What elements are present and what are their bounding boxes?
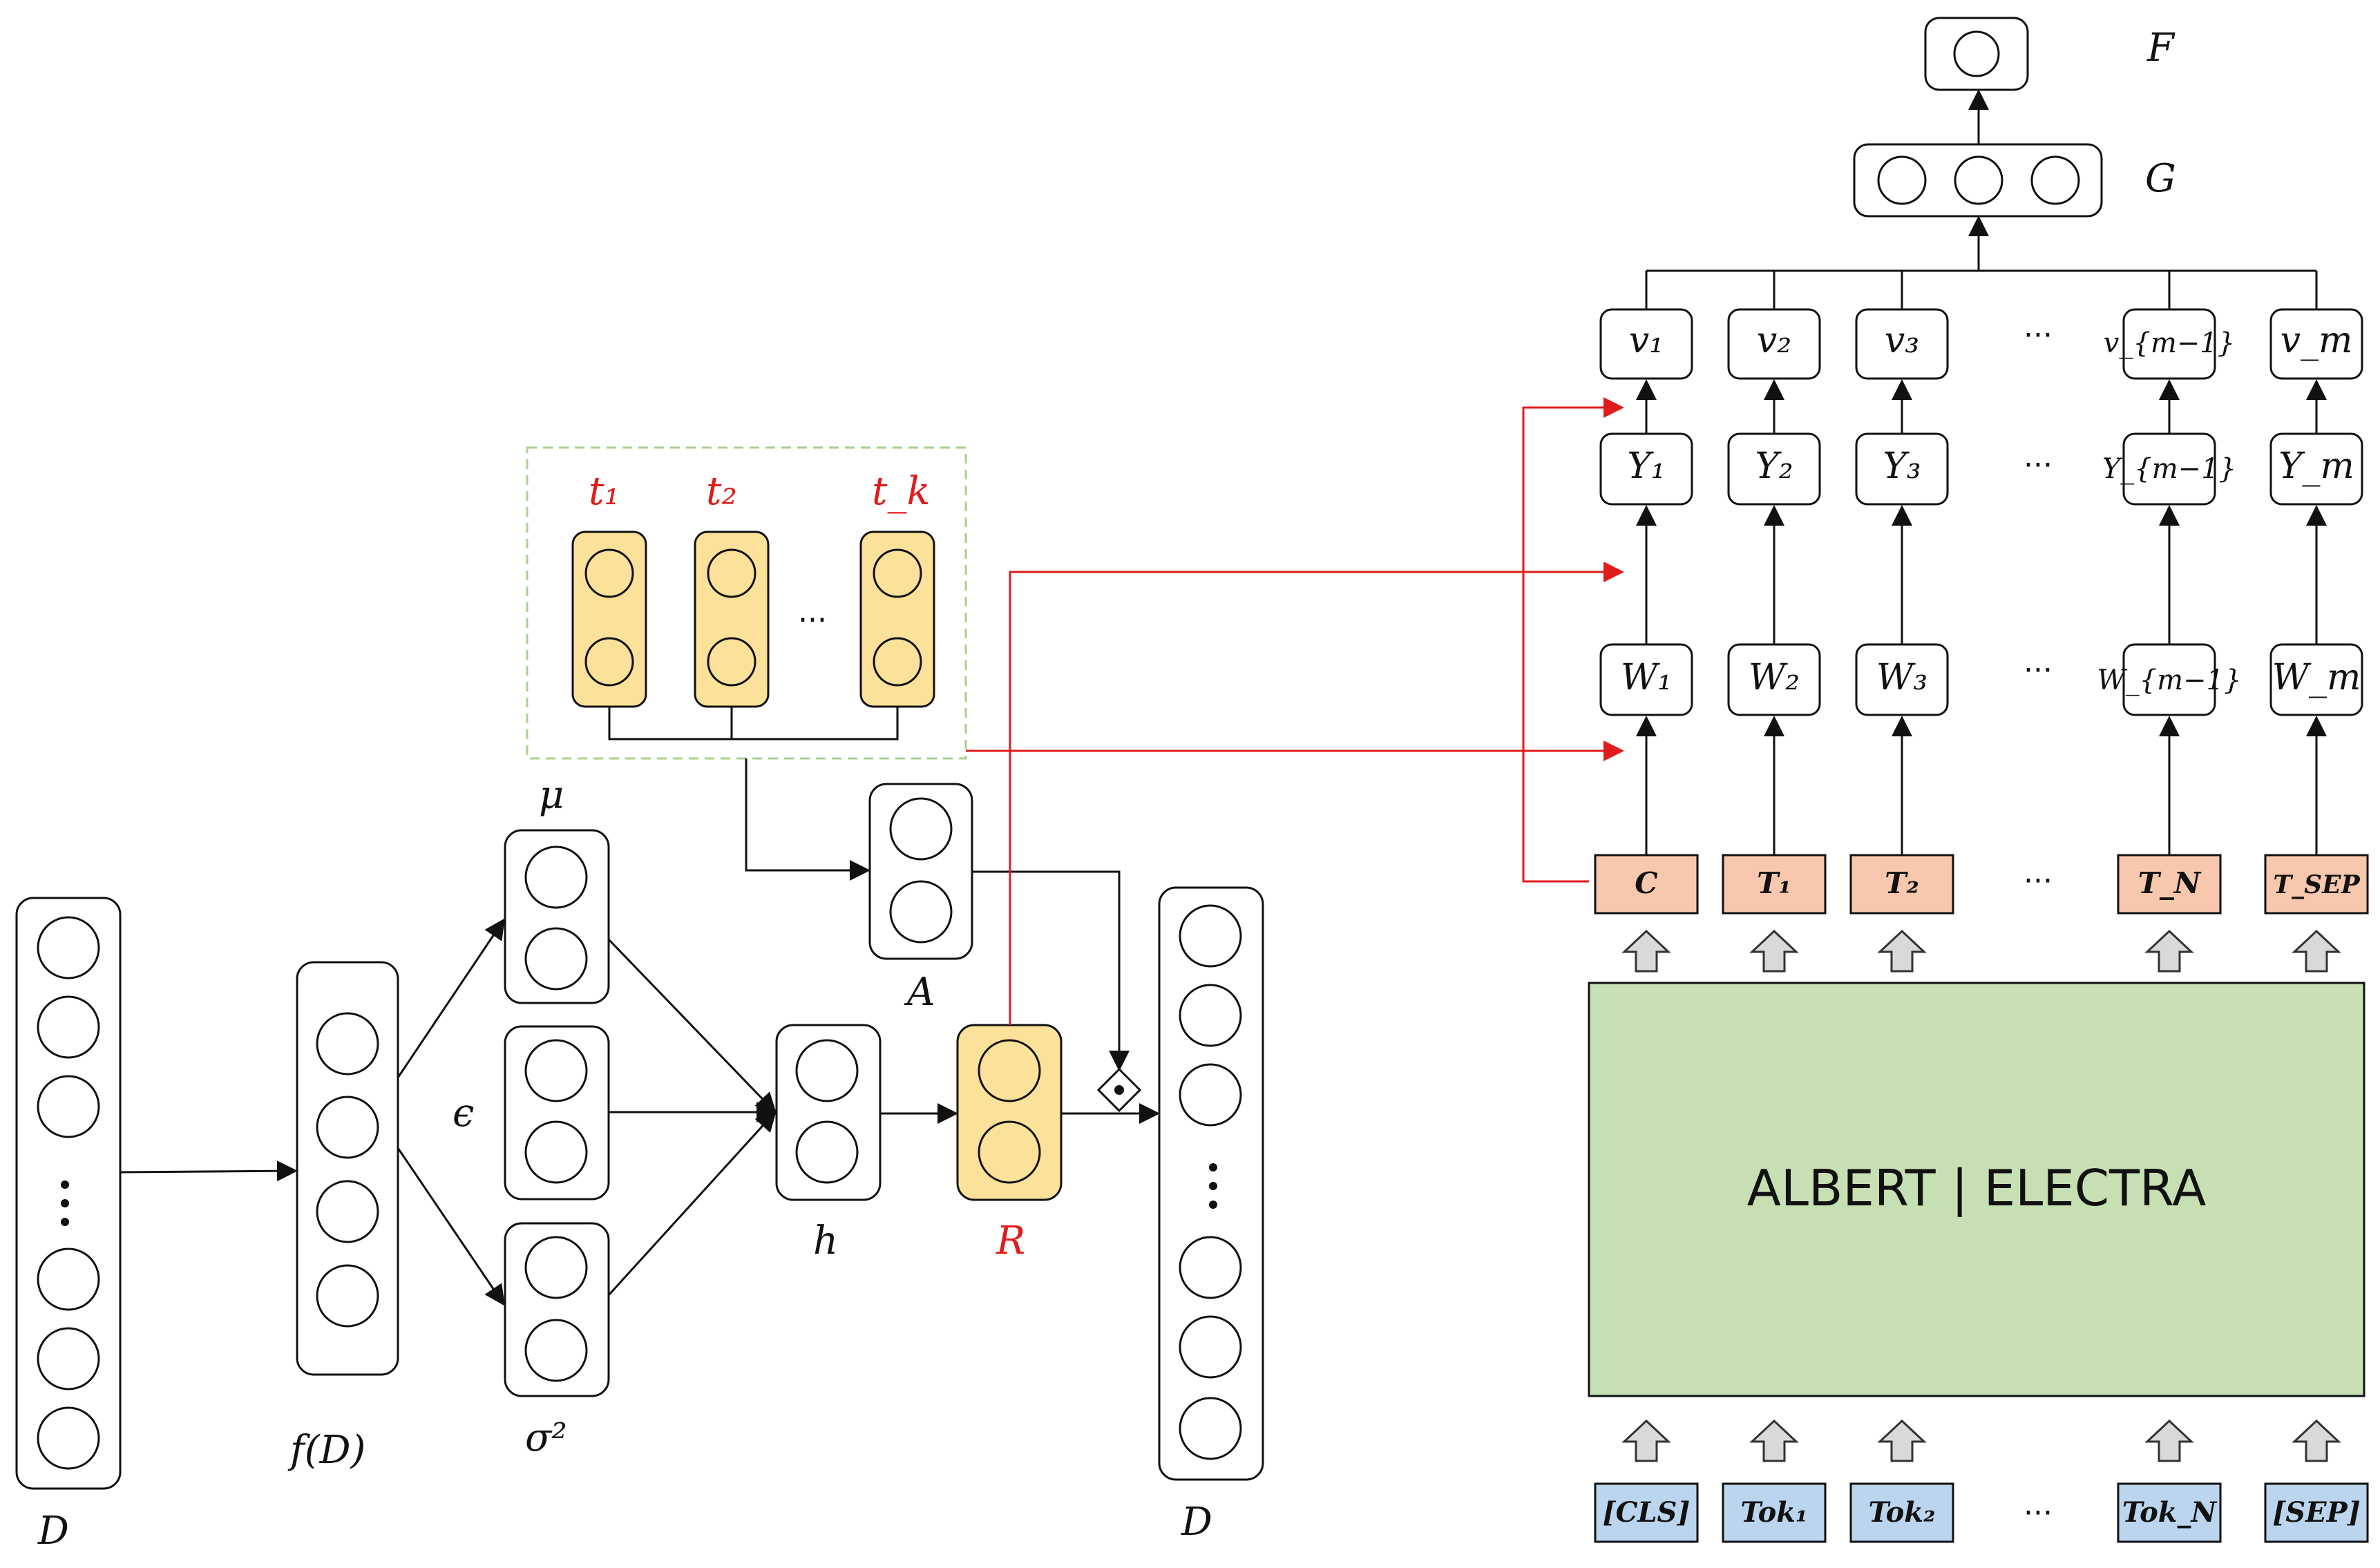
output-d-label: D xyxy=(1181,1500,1212,1545)
h-node xyxy=(775,1024,882,1201)
sigma-label: σ² xyxy=(525,1415,567,1460)
input-d-column xyxy=(15,897,122,1490)
topic-injection-arrows xyxy=(966,397,1624,1025)
tok-label-3: Tok₂ xyxy=(1868,1496,1935,1529)
r-label: R xyxy=(996,1218,1025,1263)
mu-node xyxy=(504,829,610,1004)
epsilon-node xyxy=(504,1025,610,1201)
mu-label: μ xyxy=(539,773,564,818)
a-node xyxy=(868,783,973,960)
fd-column xyxy=(296,961,399,1376)
w-label-5: W_{m−1} xyxy=(2097,665,2242,696)
encoder-output-arrow-icon xyxy=(1877,929,1927,973)
y-label-1: Y₁ xyxy=(1627,446,1665,487)
r-node-box xyxy=(956,1024,1063,1201)
w-label-1: W₁ xyxy=(1621,657,1672,698)
epsilon-label: ϵ xyxy=(453,1091,474,1136)
token-input-arrow-icon xyxy=(1749,1419,1799,1462)
encoder-output-arrow-icon xyxy=(1749,929,1799,973)
v-node-3 xyxy=(1855,308,1949,380)
v-node-1 xyxy=(1599,308,1693,380)
t-label-5: T_N xyxy=(2138,866,2202,900)
v-label-5: v_{m−1} xyxy=(2104,327,2235,359)
r-node xyxy=(956,1024,1063,1201)
topic-ellipsis: ... xyxy=(798,594,827,629)
t-label-3: T₂ xyxy=(1885,866,1919,900)
token-columns: v₁ Y₁ W₁ C [CLS] v₂ Y₂ W₂ T₁ Tok₁ v₃ Y₃ W₃ T₂ Tok₂ ··· ·… xyxy=(1594,271,2369,1543)
ellipsis-t: ··· xyxy=(2024,863,2053,899)
topic-embeddings-box xyxy=(526,446,967,760)
tok-node-2 xyxy=(1722,1482,1827,1543)
v-label-3: v₃ xyxy=(1885,320,1919,361)
ellipsis-tok: ··· xyxy=(2024,1495,2053,1531)
v-label-2: v₂ xyxy=(1757,320,1791,361)
encoder-label: ALBERT | ELECTRA xyxy=(1747,1159,2207,1218)
ellipsis-y: ··· xyxy=(2024,448,2053,483)
ellipsis-v: ··· xyxy=(2024,318,2053,353)
t-node-5 xyxy=(2117,854,2222,915)
y-label-2: Y₂ xyxy=(1755,446,1793,487)
t-node-3 xyxy=(1849,854,1954,915)
t-node-6 xyxy=(2264,854,2369,915)
topic-label-k: t_k xyxy=(872,469,930,514)
topic-vectors xyxy=(571,530,935,708)
t-label-2: T₁ xyxy=(1757,866,1791,900)
input-d-label: D xyxy=(37,1509,69,1553)
topic-label-2: t₂ xyxy=(706,469,737,514)
tok-label-1: [CLS] xyxy=(1603,1496,1691,1529)
w-label-6: W_m xyxy=(2272,657,2361,698)
t-label-6: T_SEP xyxy=(2273,870,2360,899)
encoder-output-arrow-icon xyxy=(2144,929,2194,973)
fd-label: f(D) xyxy=(287,1428,365,1473)
encoder-output-arrow-icon xyxy=(2292,929,2341,973)
token-input-arrow-icon xyxy=(2292,1419,2341,1462)
topic-label-1: t₁ xyxy=(589,469,620,514)
v-node-6 xyxy=(2269,308,2363,380)
g-label: G xyxy=(2145,156,2176,201)
v-node-2 xyxy=(1727,308,1821,380)
token-input-arrow-icon xyxy=(2144,1419,2194,1462)
f-node xyxy=(1924,17,2029,91)
token-input-arrow-icon xyxy=(1621,1419,1671,1462)
output-d-column xyxy=(1158,886,1264,1481)
w-label-2: W₂ xyxy=(1749,657,1800,698)
token-input-arrow-icon xyxy=(1877,1419,1927,1462)
ellipsis-w: ··· xyxy=(2024,653,2053,688)
tok-label-5: Tok_N xyxy=(2122,1496,2218,1529)
g-node xyxy=(1853,143,2103,218)
a-label: A xyxy=(904,970,935,1015)
tok-node-5 xyxy=(2117,1482,2222,1543)
v-label-6: v_m xyxy=(2281,320,2353,361)
h-label: h xyxy=(813,1218,838,1263)
tok-node-6 xyxy=(2264,1482,2369,1543)
sigma-node xyxy=(504,1222,610,1397)
w-label-3: W₃ xyxy=(1876,657,1927,698)
v-label-1: v₁ xyxy=(1629,320,1664,361)
y-label-3: Y₃ xyxy=(1883,446,1921,487)
f-label: F xyxy=(2146,26,2176,70)
tok-node-3 xyxy=(1849,1482,1954,1543)
encoder-output-arrow-icon xyxy=(1621,929,1671,973)
tok-node-1 xyxy=(1594,1482,1699,1543)
y-label-6: Y_m xyxy=(2278,446,2354,487)
v-node-5 xyxy=(2122,308,2216,380)
y-label-5: Y_{m−1} xyxy=(2102,453,2236,485)
elementwise-product-icon xyxy=(1096,1067,1142,1113)
t-label-1: C xyxy=(1635,866,1658,900)
encoder-box xyxy=(1588,982,2365,1397)
tok-label-2: Tok₁ xyxy=(1740,1496,1807,1529)
tok-label-6: [SEP] xyxy=(2272,1496,2360,1529)
